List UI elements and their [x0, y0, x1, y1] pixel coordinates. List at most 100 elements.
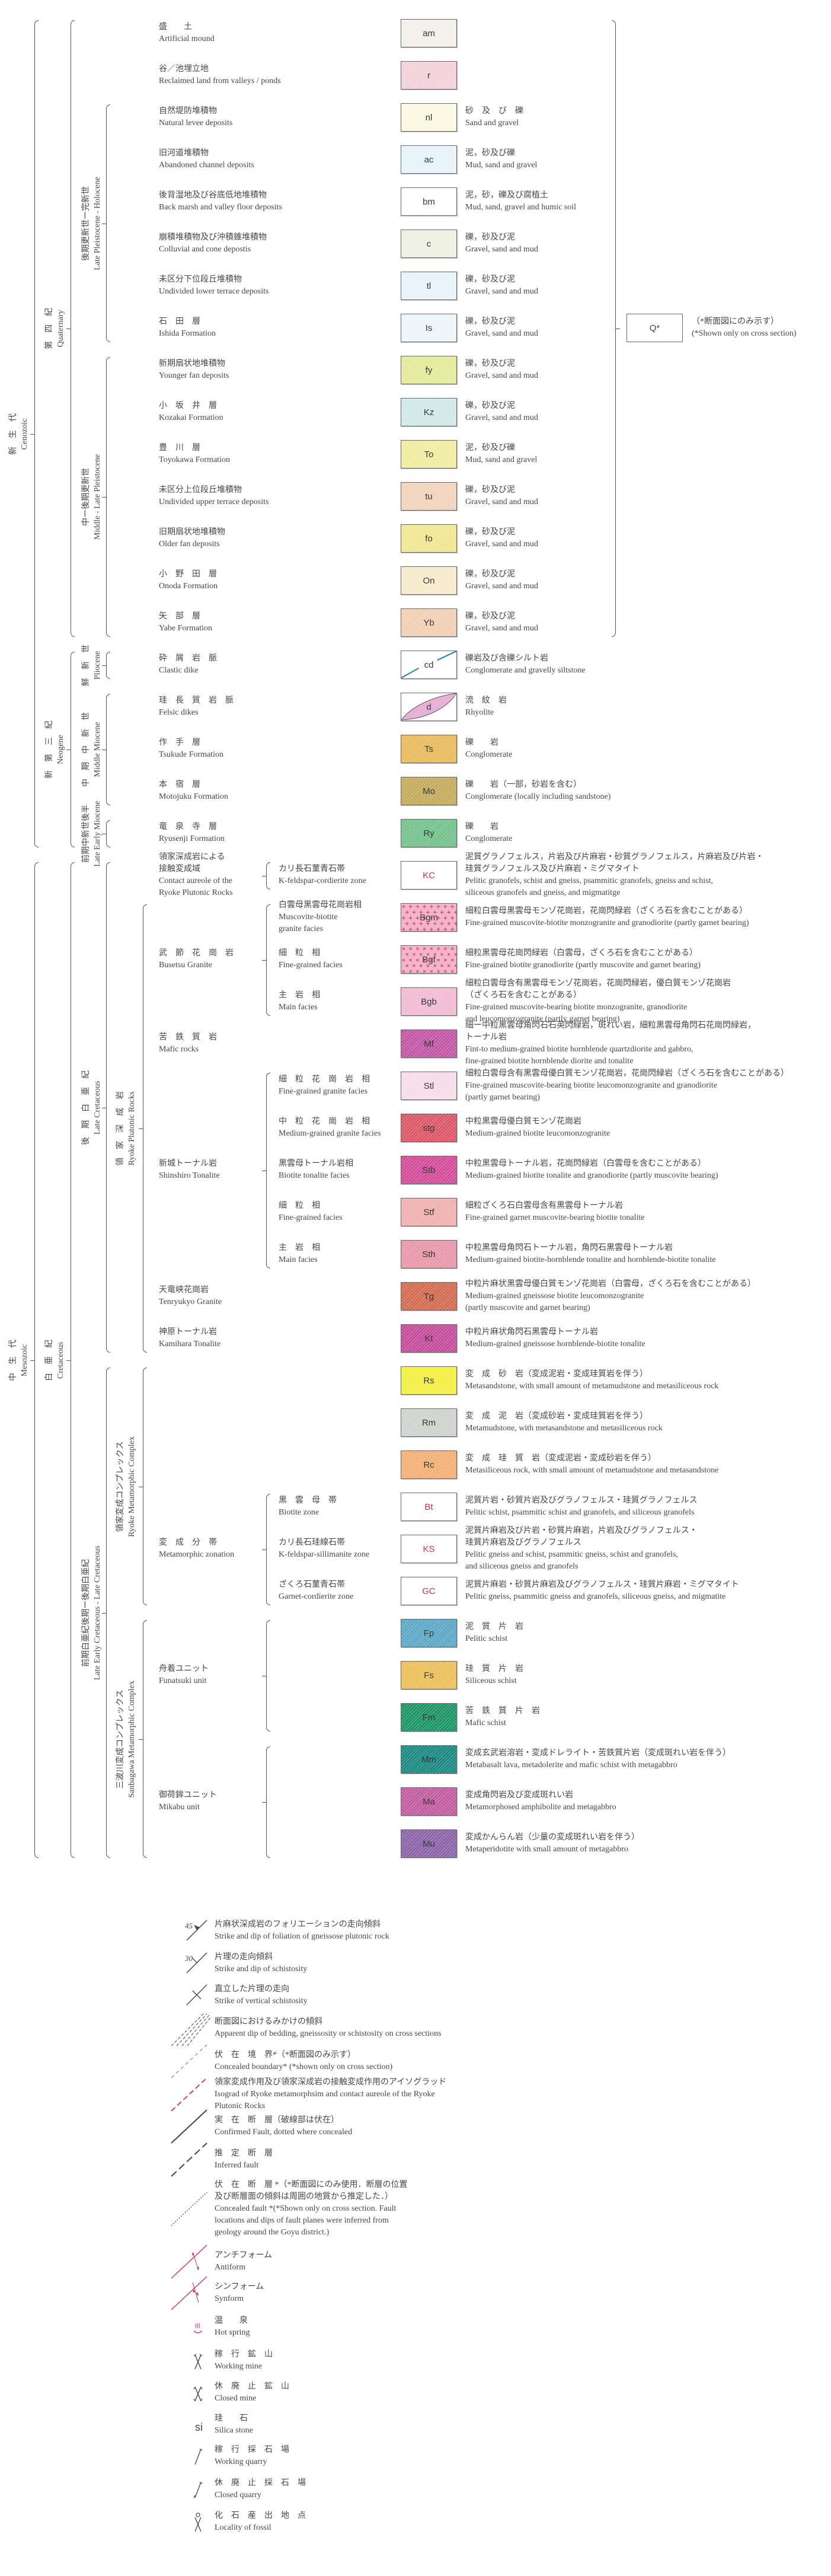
unit-description-line: Mafic schist: [465, 1719, 506, 1727]
unit-description-line: Fine-grained muscovite-bearing biotite l…: [465, 1081, 717, 1090]
working-quarry-icon: [151, 2438, 210, 2474]
unit-description: 泥質グラノフェルス，片岩及び片麻岩・砂質グラノフェルス，片麻岩及び片岩・珪質グラ…: [465, 853, 763, 897]
unit-description-line: Medium-grained biotite-hornblende tonali…: [465, 1255, 716, 1264]
unit-name-line: Undivided lower terrace deposits: [159, 287, 269, 296]
cross-pattern-icon: [402, 947, 456, 973]
epoch-label-line: Middle - Late Pleistocene: [93, 454, 102, 540]
unit-description-line: Gravel, sand and mud: [465, 329, 538, 338]
era-label-line: Cenozoic: [20, 418, 29, 449]
unit-description: 細粒白雲母含有黒雲母モンゾ花崗岩，花崗閃緑岩，優白質モンゾ花崗岩（ざくろ石を含む…: [465, 979, 731, 1024]
unit-description-line: 変成玄武岩溶岩・変成ドレライト・苦鉄質片岩（変成斑れい岩を伴う）: [465, 1749, 731, 1758]
unit-swatch-Bgb: Bgb: [401, 987, 457, 1016]
unit-facies-line: 黒 雲 母 帯: [279, 1496, 337, 1505]
unit-code: Rc: [423, 1459, 434, 1470]
unit-swatch-bm: bm: [401, 187, 457, 216]
unit-description: 礫 岩（一部，砂岩を含む）Conglomerate (locally inclu…: [465, 777, 611, 805]
unit-swatch-d: d: [401, 693, 457, 721]
unit-description: 細粒黒雲母花崗閃緑岩（白雲母，ざくろ石を含むことがある）Fine-grained…: [465, 945, 701, 974]
epoch-bracket: [102, 104, 110, 342]
unit-description-line: Mud, sand and gravel: [465, 161, 538, 170]
symbol-label-line: 休 廃 止 採 石 場: [215, 2479, 306, 2488]
unit-code: KC: [423, 870, 435, 881]
symbol-label-line: Synform: [215, 2294, 244, 2303]
epoch-label-line: Pliocene: [93, 651, 102, 680]
unit-swatch-KC: KC: [401, 861, 457, 890]
unit-description-line: 泥質片岩・砂質片岩及びグラノフェルス・珪質グラノフェルス: [465, 1496, 698, 1505]
unit-code: Ry: [423, 828, 434, 839]
unit-description-line: Conglomerate: [465, 834, 513, 843]
unit-code: Mo: [423, 786, 435, 796]
closed-quarry-icon: [151, 2472, 210, 2507]
unit-description-line: Gravel, sand and mud: [465, 582, 538, 591]
period-label-line: 白 亜 紀: [45, 1339, 54, 1381]
epoch-label-line: 後期更新世ー完新世: [82, 186, 91, 261]
symbol-label-line: Hot spring: [215, 2328, 250, 2337]
period-bracket: [66, 862, 75, 1858]
silica-stone-icon: si: [151, 2407, 210, 2443]
dike-line-icon: [401, 651, 456, 678]
unit-description-line: Pelitic gneiss and schist, psammitic gne…: [465, 1550, 678, 1559]
unit-name-line: 砕 屑 岩 脈: [159, 654, 217, 663]
symbol-label-line: 温 泉: [215, 2316, 248, 2325]
unit-description-line: Medium-grained gneissose hornblende-biot…: [465, 1340, 645, 1348]
unit-description: 礫，砂及び泥 Gravel, sand and mud: [465, 314, 538, 342]
unit-name-line: Tenryukyo Granite: [159, 1297, 222, 1306]
symbol-label-line: 化 石 産 出 地 点: [215, 2511, 306, 2520]
unit-name-line: Artificial mound: [159, 34, 215, 43]
symbol-label-line: Concealed fault *(*Shown only on cross s…: [215, 2204, 397, 2213]
symbol-label-line: 推 定 断 層: [215, 2149, 273, 2158]
unit-description-line: and leucomonzogranite (partly garnet bea…: [465, 1015, 620, 1024]
unit-swatch-stg: stg: [401, 1114, 457, 1142]
unit-code: Stf: [423, 1207, 434, 1217]
facies-bracket-tip: [262, 1802, 266, 1803]
unit-facies: カリ長石珪線石帯 K-feldspar-sillimanite zone: [279, 1535, 369, 1563]
unit-swatch-fy: fy: [401, 356, 457, 384]
unit-swatch-Yb: Yb: [401, 608, 457, 637]
unit-facies-line: 主 岩 相: [279, 1244, 320, 1252]
unit-description-line: Conglomerate: [465, 750, 513, 759]
unit-code: tl: [426, 280, 432, 291]
unit-description-line: Fine-grained muscovite-bearing biotite m…: [465, 1003, 688, 1012]
era-bracket-tip: [30, 433, 34, 435]
unit-description-line: 礫 岩（一部，砂岩を含む）: [465, 780, 581, 789]
unit-description-line: 細粒白雲母含有黒雲母優白質モンゾ花崗岩，花崗閃緑岩（ざくろ石を含むことがある）: [465, 1069, 789, 1078]
unit-name-line: 石 田 層: [159, 317, 200, 326]
unit-description-line: （ざくろ石を含むことがある）: [465, 991, 581, 1000]
unit-description-line: 中粒黒雲母角閃石トーナル岩，角閃石黒雲母トーナル岩: [465, 1244, 673, 1252]
unit-facies-line: カリ長石珪線石帯: [279, 1538, 345, 1547]
fossil-locality-icon: [151, 2504, 210, 2540]
cross-section-bracket: [612, 20, 620, 637]
unit-swatch-Fp: Fp: [401, 1619, 457, 1647]
unit-description-line: 礫，砂及び泥: [465, 317, 515, 326]
cross-section-note-en: (*Shown only on cross section): [692, 329, 797, 338]
unit-facies-line: K-feldspar-sillimanite zone: [279, 1550, 370, 1559]
period-bracket-tip: [66, 1360, 71, 1361]
unit-swatch-On: On: [401, 566, 457, 595]
period-label-line: Cretaceous: [56, 1341, 65, 1379]
unit-description-line: 中粒黒雲母優白質モンゾ花崗岩: [465, 1117, 581, 1126]
unit-code: r: [427, 70, 430, 81]
unit-swatch-Bgm: Bgm: [401, 903, 457, 932]
unit-name-line: Undivided upper terrace deposits: [159, 498, 269, 506]
unit-swatch-GC: GC: [401, 1577, 457, 1605]
unit-description: 変成かんらん岩（少量の変成斑れい岩を伴う）Metaperidotite with…: [465, 1829, 640, 1858]
unit-description-line: Fine-grained garnet muscovite-bearing bi…: [465, 1213, 645, 1222]
era-bracket-tip: [30, 1360, 34, 1361]
unit-swatch-Mo: Mo: [401, 777, 457, 805]
